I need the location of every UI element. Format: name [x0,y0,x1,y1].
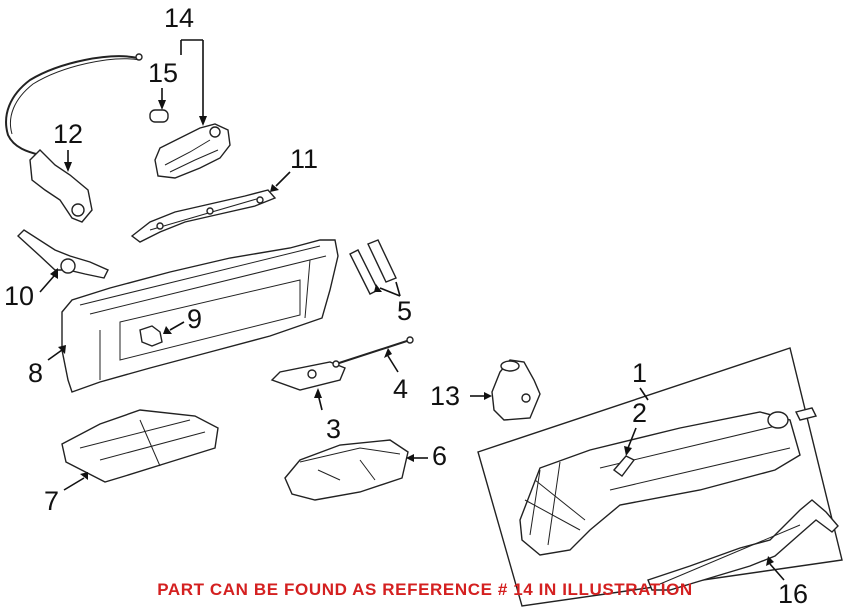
part-1-glovebox [519,407,818,556]
callout-12-leader [64,150,72,172]
callout-3: 3 [326,414,341,444]
callout-8: 8 [28,358,43,388]
part-15-bulb [149,109,169,123]
part-2-clip [612,455,636,477]
notice-text: PART CAN BE FOUND AS REFERENCE # 14 IN I… [157,580,693,599]
callout-4: 4 [393,374,408,404]
callout-6: 6 [432,441,447,471]
part-bolt [332,360,340,368]
part-12-cable [5,53,143,223]
part-3-latch [270,361,346,391]
callout-8-leader [47,345,66,361]
callout-3-leader [314,388,323,411]
callout-12: 12 [53,119,83,149]
callout-4-leader [384,348,399,373]
part-1-box-outline [477,347,843,607]
part-14-lock [154,123,231,179]
part-4-rod [335,336,414,365]
part-5-springs [349,239,397,295]
part-9-bumper [139,325,163,347]
callout-1: 1 [632,358,647,388]
part-13-sensor [491,359,541,421]
callout-14-leader [180,39,207,126]
callout-14: 14 [164,3,194,33]
callout-13: 13 [430,381,460,411]
callout-10: 10 [4,281,34,311]
part-6-bracket [284,439,409,501]
callout-15: 15 [148,58,178,88]
callout-7-leader [63,472,88,491]
callout-16-leader [766,556,785,581]
callout-6-leader [406,454,428,462]
callout-13-leader [470,392,492,400]
callout-2-leader [624,427,637,456]
callout-1-leader [639,387,649,401]
callout-2: 2 [632,398,647,428]
part-16-trim [647,499,839,591]
part-11-strut [130,189,277,243]
callout-11: 11 [290,144,318,174]
callout-7: 7 [44,486,59,516]
callout-9-leader [163,321,185,334]
callout-15-leader [158,88,166,110]
callout-9: 9 [187,304,202,334]
callout-11-leader [270,171,291,192]
part-10-damper [16,229,109,279]
part-7-tray [61,409,219,483]
callout-5-leader [374,281,401,297]
part-8-frame [61,239,339,393]
callout-10-leader [39,268,58,293]
callout-5: 5 [397,296,412,326]
callout-16: 16 [778,579,808,609]
